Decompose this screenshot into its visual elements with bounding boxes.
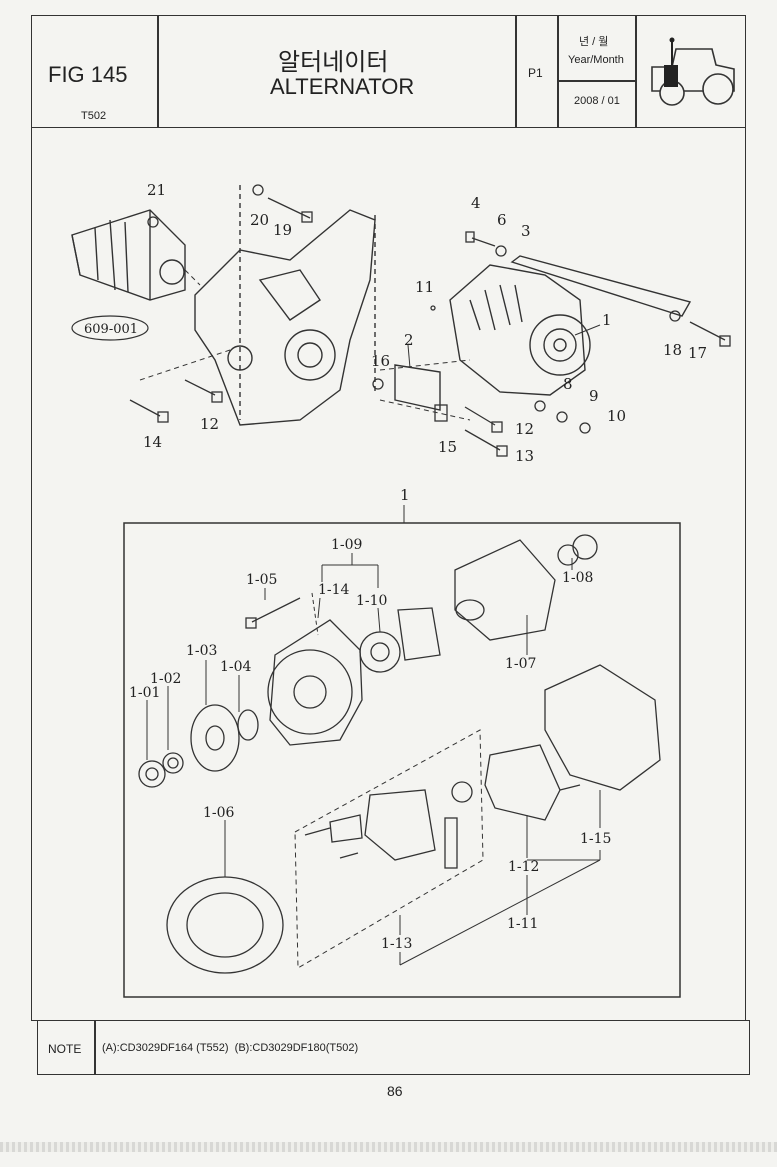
tractor-icon [651,37,735,106]
ref-badge-outline [71,315,149,341]
callout-1-09: 1-09 [331,537,362,553]
callout-1-06: 1-06 [203,805,235,821]
page-number: 86 [387,1083,403,1099]
callout-1-01: 1-01 [129,685,160,701]
callout-16: 16 [371,352,390,370]
callout-1-12: 1-12 [508,859,539,875]
model-code: T502 [81,110,107,122]
ref-badge: 609-001 [84,322,138,337]
title-korean: 알터네이터 [278,49,389,76]
figure-number: FIG 145 [48,62,128,87]
fastener-parts [129,184,731,457]
note-box [37,1020,750,1075]
callout-1-13: 1-13 [381,936,412,952]
callout-1-03: 1-03 [186,643,217,659]
callout-2: 2 [404,331,414,349]
note-label: NOTE [48,1042,82,1056]
note-text: (A):CD3029DF164 (T552) (B):CD3029DF180(T… [102,1042,359,1054]
bracket-part [394,364,441,411]
callout-12-right: 12 [515,420,534,438]
header-box [31,15,746,128]
callout-18: 18 [663,341,682,359]
callout-3: 3 [521,222,531,240]
callout-1-07: 1-07 [505,656,536,672]
page-code: P1 [528,66,543,80]
callout-4: 4 [471,194,481,212]
callout-1-04: 1-04 [220,659,252,675]
callout-1-11: 1-11 [507,916,538,932]
callout-9: 9 [589,387,599,405]
callout-19: 19 [273,221,292,239]
callout-1-14: 1-14 [318,582,350,598]
pump-part [71,209,186,301]
revision-date: 2008 / 01 [574,95,620,107]
callout-8: 8 [563,375,573,393]
tensioner-link-part [510,255,692,317]
alternator-part [449,264,591,396]
callout-21: 21 [147,181,166,199]
title-english: ALTERNATOR [270,74,415,99]
detail-parent-callout: 1 [400,486,410,504]
callout-20: 20 [250,211,269,229]
callout-1-05: 1-05 [246,572,277,588]
detail-box [123,522,681,998]
scan-edge-strip [0,1142,777,1152]
date-label-english: Year/Month [568,54,624,66]
engine-housing-part [194,185,376,426]
brush-group-dashed-outline [294,729,484,969]
callout-12-left: 12 [200,415,219,433]
callout-10: 10 [607,407,626,425]
callout-13: 13 [515,447,534,465]
callout-14: 14 [143,433,162,451]
callout-11: 11 [415,278,434,296]
callout-1-10: 1-10 [356,593,387,609]
callout-15: 15 [438,438,457,456]
callout-1-15: 1-15 [580,831,611,847]
detail-parts [138,534,661,974]
callout-1-02: 1-02 [150,671,181,687]
callout-17: 17 [688,344,707,362]
date-label-korean: 년 / 월 [579,36,609,48]
callout-1-08: 1-08 [562,570,593,586]
exploded-diagram: 609-001 [71,181,731,998]
callout-1: 1 [602,311,612,329]
callout-6: 6 [497,211,507,229]
